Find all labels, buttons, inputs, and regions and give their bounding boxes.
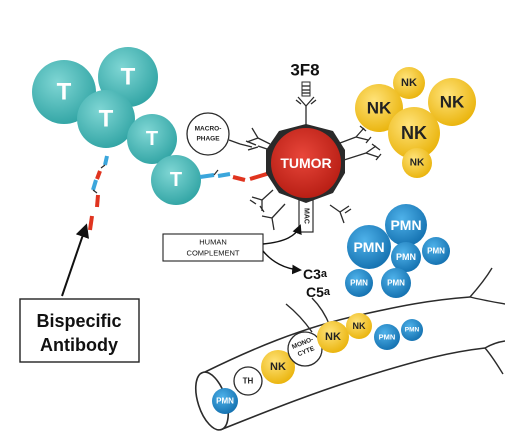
mac-complex: MAC [298, 199, 314, 233]
nk-cell: NK [355, 84, 403, 132]
c3a-label: C3a [303, 266, 328, 282]
vessel-pmn-cell-3: PMN [401, 319, 423, 341]
pmn-cell: PMN [422, 237, 450, 265]
svg-text:TH: TH [243, 377, 254, 386]
tumor-antibodies [246, 81, 382, 231]
nk-cell: NK [428, 78, 476, 126]
complement-to-mac-arrow [262, 224, 302, 245]
svg-text:T: T [121, 64, 136, 91]
svg-text:NK: NK [270, 361, 286, 373]
t-cell: T [151, 155, 201, 205]
svg-text:Bispecific: Bispecific [36, 311, 121, 331]
svg-text:PMN: PMN [427, 247, 445, 256]
svg-text:NK: NK [410, 158, 425, 169]
complement-to-anaphylatoxin-arrow [262, 250, 302, 275]
vessel-pmn-cell: PMN [212, 388, 238, 414]
blood-vessel [194, 267, 505, 431]
svg-text:T: T [57, 79, 72, 106]
nk-cell: NK [402, 148, 432, 178]
vessel-cells: PMN TH NK MONO- CYTE NK NK PMN PM [212, 313, 423, 414]
bispecific-antibody-box: Bispecific Antibody [19, 298, 140, 363]
vessel-nk-cell-3: NK [346, 313, 372, 339]
svg-text:PMN: PMN [216, 397, 234, 406]
svg-text:PHAGE: PHAGE [196, 136, 220, 143]
c5a-label: C5a [306, 284, 331, 300]
antibody-3f8-label: 3F8 [290, 61, 319, 80]
nk-cell: NK [388, 107, 440, 159]
free-bispecific-antibodies [88, 155, 109, 231]
svg-text:PMN: PMN [396, 252, 416, 262]
svg-text:TUMOR: TUMOR [280, 155, 331, 171]
t-cell: T [77, 90, 135, 148]
svg-text:NK: NK [401, 77, 417, 89]
nk-cell: NK [393, 67, 425, 99]
pmn-cell: PMN [381, 268, 411, 298]
svg-text:C3a: C3a [303, 266, 328, 282]
svg-text:COMPLEMENT: COMPLEMENT [187, 249, 240, 258]
svg-text:C5a: C5a [306, 284, 331, 300]
svg-text:NK: NK [353, 321, 366, 331]
pmn-cell: PMN [345, 269, 373, 297]
svg-text:PMN: PMN [405, 327, 420, 334]
t-cell: T [127, 114, 177, 164]
bound-bispecific-antibody [199, 169, 271, 182]
svg-text:PMN: PMN [350, 279, 368, 288]
vessel-pmn-cell-2: PMN [374, 324, 400, 350]
pmn-cell: PMN [391, 242, 421, 272]
svg-text:NK: NK [401, 123, 427, 143]
pmn-cell: PMN [347, 225, 391, 269]
svg-text:PMN: PMN [390, 217, 421, 233]
vessel-nk-cell-2: NK [317, 321, 349, 353]
vessel-th-cell: TH [233, 366, 263, 396]
vessel-monocyte-cell: MONO- CYTE [287, 331, 323, 367]
svg-text:PMN: PMN [387, 279, 405, 288]
svg-text:NK: NK [325, 331, 341, 343]
svg-text:T: T [146, 128, 158, 150]
tumor-cell: TUMOR [266, 124, 345, 203]
svg-text:MACRO-: MACRO- [195, 126, 222, 133]
human-complement-box: HUMAN COMPLEMENT [162, 233, 264, 262]
svg-text:T: T [99, 106, 114, 133]
vessel-nk-cell-1: NK [261, 350, 295, 384]
pmn-cell-cluster: PMN PMN PMN PMN PMN PMN [345, 204, 450, 298]
svg-text:NK: NK [367, 99, 392, 118]
svg-text:Antibody: Antibody [40, 335, 118, 355]
svg-text:PMN: PMN [353, 239, 384, 255]
svg-text:T: T [170, 169, 182, 191]
pmn-cell: PMN [385, 204, 427, 246]
svg-text:NK: NK [440, 93, 465, 112]
svg-text:PMN: PMN [379, 333, 396, 342]
svg-text:HUMAN: HUMAN [199, 238, 227, 247]
t-cell-cluster: T T T T T [32, 47, 201, 205]
svg-text:MAC: MAC [303, 208, 310, 224]
nk-cell-cluster: NK NK NK NK NK [355, 67, 476, 178]
macrophage-cell: MACRO- PHAGE [186, 112, 230, 156]
bispecific-pointer-arrow [61, 223, 89, 297]
